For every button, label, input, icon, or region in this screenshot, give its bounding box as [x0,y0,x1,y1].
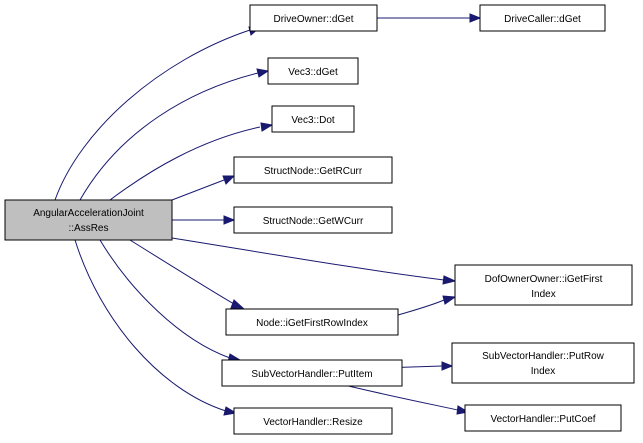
node-structnode-getrcurr[interactable]: StructNode::GetRCurr [233,156,393,184]
arrowhead [256,68,270,78]
node-label: SubVectorHandler::PutRow [482,351,605,362]
node-label: Node::iGetFirstRowIndex [256,318,368,329]
node-label: VectorHandler::PutCoef [490,414,595,425]
edge-root-to-drive-owner-dget [54,29,251,201]
edge-root-to-getrcurr [171,179,225,201]
arrowhead [223,215,236,225]
node-label: StructNode::GetWCurr [263,216,364,227]
edge-putitem-to-putcoef [339,383,459,411]
edge-root-to-dofownerowner [171,237,445,281]
edge-root-to-node-igetfirstrowindex [129,239,235,305]
node-label: Vec3::Dot [291,115,335,126]
arrowhead [222,175,236,185]
node-subvectorhandler-putrowindex[interactable]: SubVectorHandler::PutRow Index [451,342,635,384]
node-label: ::AssRes [68,223,108,234]
edge-node-to-dofownerowner [397,299,445,316]
arrowhead [469,13,482,23]
arrowhead [442,275,457,285]
node-subvectorhandler-putitem[interactable]: SubVectorHandler::PutItem [221,359,403,387]
node-label: DriveOwner::dGet [273,14,353,25]
edge-root-to-vec3-dot [109,126,261,201]
node-label: SubVectorHandler::PutItem [251,369,372,380]
node-label: VectorHandler::Resize [263,417,363,428]
arrowhead [260,122,274,132]
node-drive-caller-dget[interactable]: DriveCaller::dGet [479,4,606,32]
node-label: Vec3::dGet [288,67,338,78]
node-label: AngularAccelerationJoint [33,208,144,219]
node-vectorhandler-putcoef[interactable]: VectorHandler::PutCoef [464,404,622,432]
node-label: Index [531,366,555,377]
node-drive-owner-dget[interactable]: DriveOwner::dGet [249,4,378,32]
node-node-igetfirstrowindex[interactable]: Node::iGetFirstRowIndex [225,308,399,336]
arrowhead [441,361,454,371]
node-label: StructNode::GetRCurr [264,166,363,177]
edge-root-to-putitem [99,239,231,359]
node-structnode-getwcurr[interactable]: StructNode::GetWCurr [233,206,393,234]
node-label: Index [531,289,555,300]
node-label: DofOwnerOwner::iGetFirst [485,274,603,285]
node-label: DriveCaller::dGet [504,14,581,25]
arrowhead [230,299,246,310]
edge-root-to-resize [74,239,227,412]
node-angular-acceleration-joint-assres[interactable]: AngularAccelerationJoint ::AssRes [4,199,173,241]
node-dofownerowner-igetfirstindex[interactable]: DofOwnerOwner::iGetFirst Index [454,264,633,306]
arrowhead [442,295,457,305]
node-vec3-dot[interactable]: Vec3::Dot [271,105,355,133]
node-vectorhandler-resize[interactable]: VectorHandler::Resize [233,407,393,435]
arrowhead [223,406,238,416]
node-vec3-dget[interactable]: Vec3::dGet [267,57,359,85]
edge-root-to-vec3-dget [79,72,259,201]
